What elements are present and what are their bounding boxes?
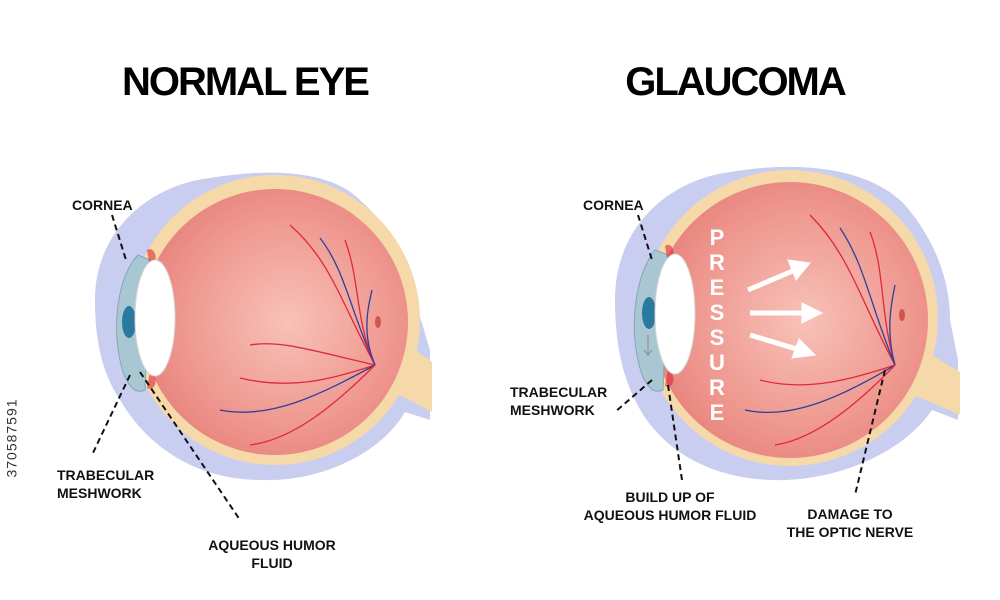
glaucoma-buildup-label: BUILD UP OF AQUEOUS HUMOR FLUID bbox=[570, 488, 770, 524]
glaucoma-trabecular-label: TRABECULAR MESHWORK bbox=[510, 383, 607, 419]
normal-cornea-label: CORNEA bbox=[72, 197, 133, 213]
glaucoma-cornea-label: CORNEA bbox=[583, 197, 644, 213]
normal-trabecular-label: TRABECULAR MESHWORK bbox=[57, 466, 154, 502]
glaucoma-damage-line1: DAMAGE TO bbox=[807, 506, 893, 522]
glaucoma-damage-label: DAMAGE TO THE OPTIC NERVE bbox=[775, 505, 925, 541]
normal-vessels bbox=[219, 224, 376, 446]
pressure-arrows bbox=[747, 259, 824, 359]
normal-iris bbox=[122, 306, 136, 338]
glaucoma-buildup-leader bbox=[667, 384, 683, 481]
normal-aqueous-line1: AQUEOUS HUMOR bbox=[208, 537, 336, 553]
glaucoma-cornea-leader bbox=[637, 214, 653, 261]
glaucoma-eyeball bbox=[652, 182, 928, 458]
normal-eye-title: NORMAL EYE bbox=[122, 60, 370, 104]
stock-id-text: 370587591 bbox=[3, 398, 20, 478]
glaucoma-damage-leader bbox=[854, 369, 886, 496]
glaucoma-trabecular-leader bbox=[614, 379, 653, 413]
normal-trabecular-line2: MESHWORK bbox=[57, 485, 142, 501]
pressure-letter: S bbox=[710, 325, 725, 350]
normal-cornea-leader bbox=[111, 214, 127, 261]
glaucoma-title: GLAUCOMA bbox=[625, 60, 847, 104]
glaucoma-buildup-line1: BUILD UP OF bbox=[625, 489, 715, 505]
glaucoma-eye: P R E S S U R E bbox=[614, 166, 960, 496]
normal-eye bbox=[91, 172, 432, 521]
normal-trabecular-leader bbox=[91, 374, 131, 456]
glaucoma-vessels bbox=[744, 214, 896, 446]
glaucoma-trabecular-line2: MESHWORK bbox=[510, 402, 595, 418]
normal-eyeball bbox=[142, 189, 408, 455]
pressure-letter: S bbox=[710, 300, 725, 325]
glaucoma-buildup-line2: AQUEOUS HUMOR FLUID bbox=[583, 507, 757, 523]
normal-trabecular-line1: TRABECULAR bbox=[57, 467, 155, 483]
pressure-letter: U bbox=[709, 350, 725, 375]
normal-aqueous-line2: FLUID bbox=[251, 555, 293, 571]
pressure-letter: E bbox=[710, 400, 725, 425]
pressure-letter: E bbox=[710, 275, 725, 300]
pressure-text: P R E S S U R E bbox=[709, 225, 725, 425]
glaucoma-damage-line2: THE OPTIC NERVE bbox=[786, 524, 914, 540]
pressure-letter: P bbox=[710, 225, 725, 250]
glaucoma-iris bbox=[642, 297, 656, 329]
pressure-letter: R bbox=[709, 375, 725, 400]
normal-aqueous-label: AQUEOUS HUMOR FLUID bbox=[192, 536, 352, 572]
glaucoma-trabecular-line1: TRABECULAR bbox=[510, 384, 608, 400]
pressure-letter: R bbox=[709, 250, 725, 275]
glaucoma-lens bbox=[654, 253, 696, 375]
normal-lens bbox=[134, 259, 176, 377]
